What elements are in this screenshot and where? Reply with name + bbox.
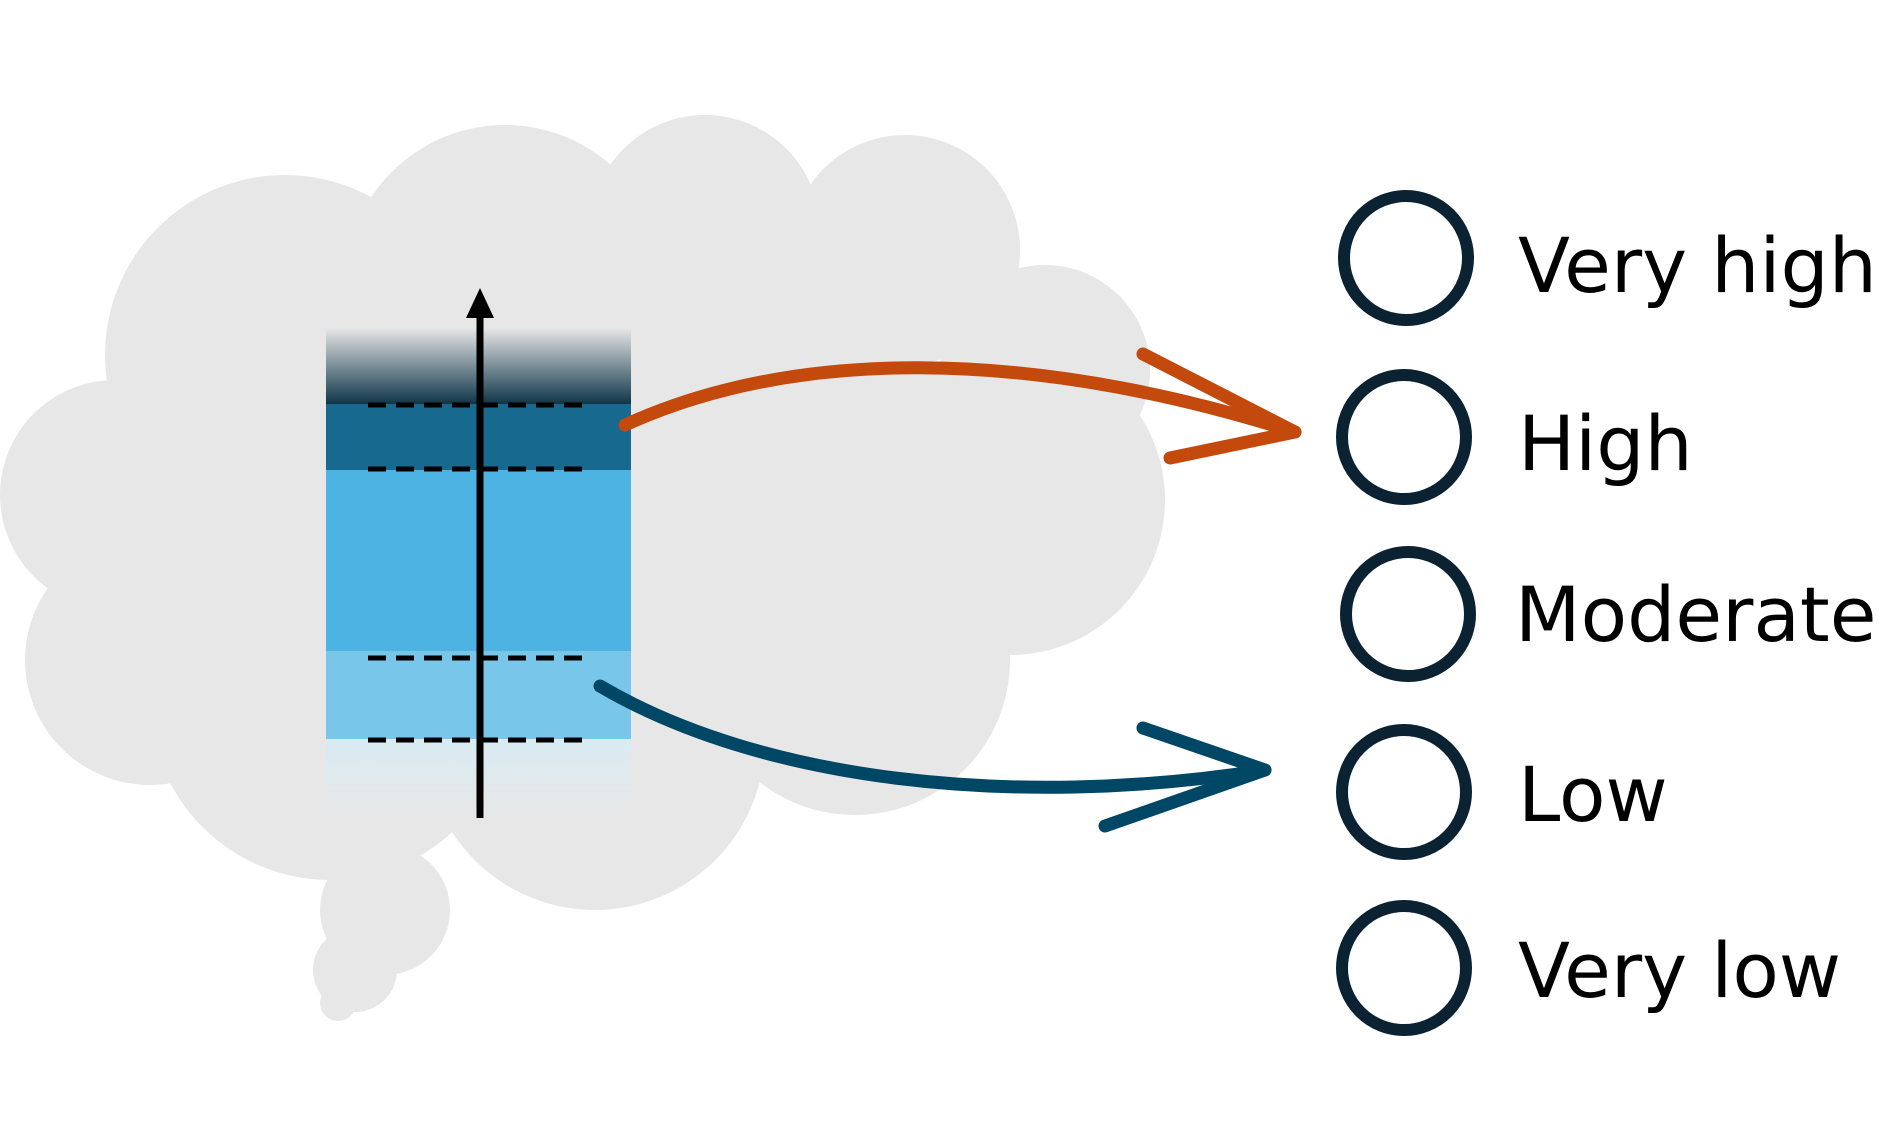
option-label: Very high <box>1518 221 1877 310</box>
threshold-lines <box>368 402 590 743</box>
option-low[interactable]: Low <box>1336 724 1668 860</box>
curved-arrow-right-icon <box>618 347 1302 465</box>
option-high[interactable]: High <box>1336 369 1693 505</box>
radio-empty-icon[interactable] <box>1340 546 1476 682</box>
radio-empty-icon[interactable] <box>1338 190 1474 326</box>
curved-arrow-right-icon <box>593 679 1272 833</box>
arrow-up-icon <box>466 288 494 818</box>
radio-empty-icon[interactable] <box>1336 369 1472 505</box>
option-very-low[interactable]: Very low <box>1336 900 1841 1036</box>
option-moderate[interactable]: Moderate <box>1340 546 1876 682</box>
option-label: Very low <box>1518 926 1841 1015</box>
option-label: Moderate <box>1515 570 1876 659</box>
option-very-high[interactable]: Very high <box>1338 190 1877 326</box>
radio-empty-icon[interactable] <box>1336 724 1472 860</box>
option-label: High <box>1518 399 1693 488</box>
option-label: Low <box>1518 750 1668 839</box>
radio-empty-icon[interactable] <box>1336 900 1472 1036</box>
rating-options: Very high High Moderate Low Very low <box>1336 190 1877 1036</box>
